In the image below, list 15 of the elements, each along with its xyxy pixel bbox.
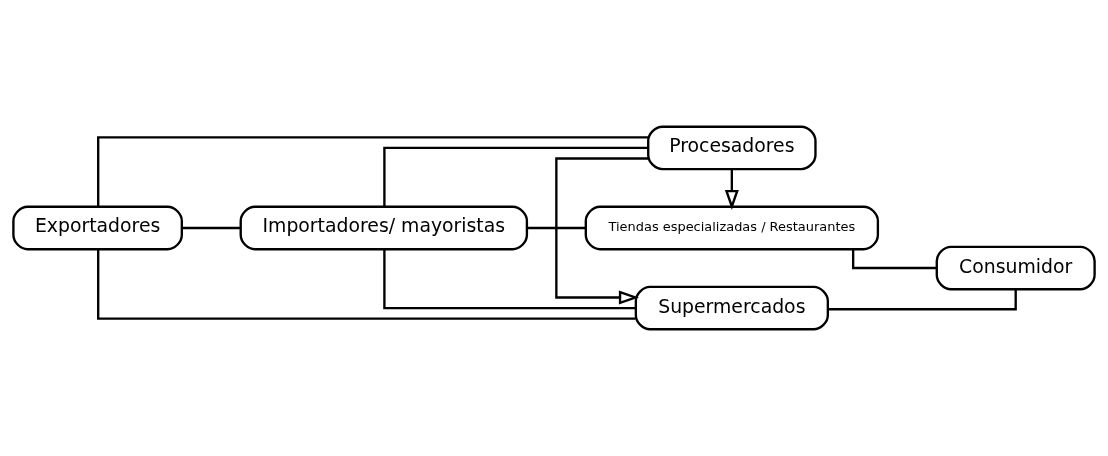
connector [97,249,636,320]
node-box: Importadores/ mayoristas [239,205,529,251]
connector [97,136,649,207]
arrow [724,169,739,211]
node-box: Tiendas especializadas / Restaurantes [584,205,880,251]
connector [383,146,649,207]
arrow [555,157,649,305]
node-box: Exportadores [12,205,183,251]
connector [181,226,241,230]
connector [827,289,1017,311]
node-box: Procesadores [647,125,817,171]
node-box: Supermercados [634,285,829,331]
node-box: Consumidor [935,245,1096,291]
connector [383,249,636,310]
connector [527,226,586,230]
